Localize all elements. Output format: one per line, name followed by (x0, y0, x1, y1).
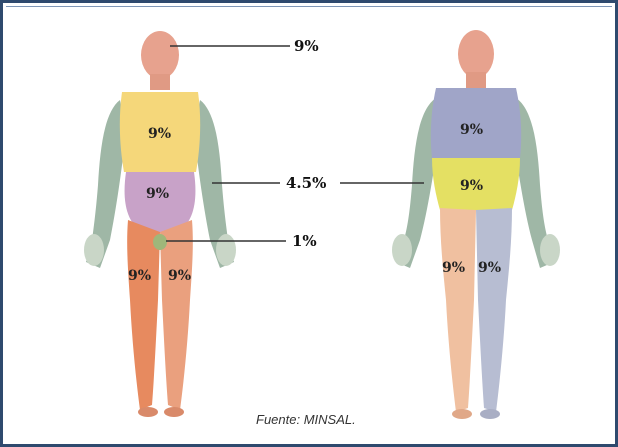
back-left-foot (452, 409, 472, 419)
back-right-leg-label: 9% (478, 260, 501, 276)
front-left-leg (127, 220, 160, 410)
back-lower-label: 9% (460, 178, 483, 194)
front-abdomen-label: 9% (146, 186, 169, 202)
back-figure (392, 30, 560, 419)
front-right-leg (160, 220, 193, 410)
front-right-foot (164, 407, 184, 417)
front-genitals (153, 234, 167, 250)
back-right-hand (540, 234, 560, 266)
back-left-leg-label: 9% (442, 260, 465, 276)
front-left-hand (84, 234, 104, 266)
back-head (458, 30, 494, 78)
back-neck (466, 72, 486, 88)
back-upper-label: 9% (460, 122, 483, 138)
front-chest-label: 9% (148, 126, 171, 142)
front-right-hand (216, 234, 236, 266)
genitals-percent-label: 1% (292, 232, 317, 250)
back-left-leg (440, 208, 476, 412)
back-right-leg (476, 208, 512, 412)
arm-percent-label: 4.5% (286, 174, 326, 192)
back-right-foot (480, 409, 500, 419)
front-figure (84, 31, 236, 417)
head-percent-label: 9% (294, 37, 319, 55)
front-left-foot (138, 407, 158, 417)
front-neck (150, 74, 170, 90)
front-right-leg-label: 9% (168, 268, 191, 284)
front-head (141, 31, 179, 79)
back-left-hand (392, 234, 412, 266)
source-caption: Fuente: MINSAL. (256, 412, 356, 427)
front-left-leg-label: 9% (128, 268, 151, 284)
